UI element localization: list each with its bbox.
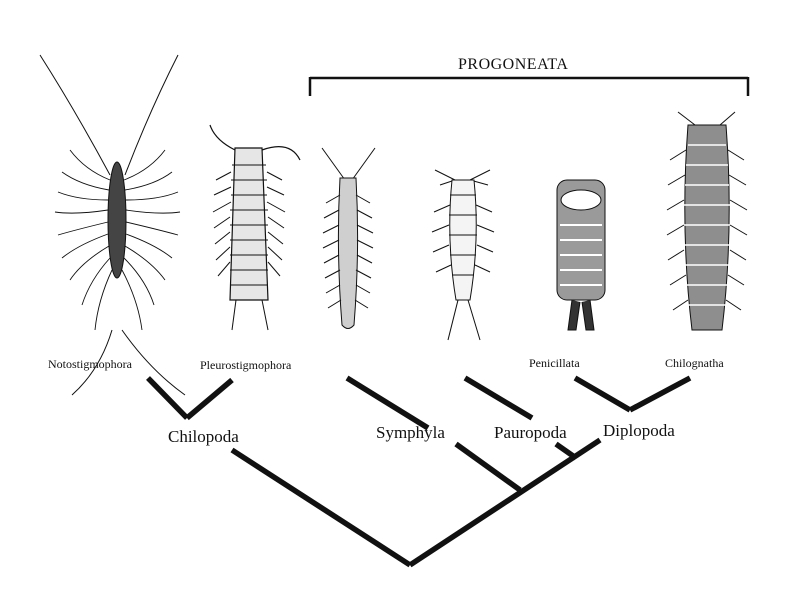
clade-label-symphyla: Symphyla xyxy=(376,423,445,442)
symphylan-icon xyxy=(321,147,376,329)
branch-pauropoda-lower xyxy=(554,441,578,461)
branch-root-right xyxy=(408,437,602,568)
scutigeromorph-centipede-icon xyxy=(39,54,186,396)
clade-label-diplopoda: Diplopoda xyxy=(603,421,675,440)
progoneata-bracket xyxy=(308,76,750,96)
taxon-label-chilognatha: Chilognatha xyxy=(665,356,724,370)
tree-branches xyxy=(146,375,692,568)
progoneata-label: PROGONEATA xyxy=(458,56,569,73)
clade-label-pauropoda: Pauropoda xyxy=(494,423,567,442)
pleurostigmophoran-centipede-icon xyxy=(209,124,301,331)
branch-symphyla xyxy=(454,441,522,493)
branch-notostigmophora xyxy=(146,376,189,420)
branch-pleurostigmophora xyxy=(185,377,234,421)
pauropod-icon xyxy=(431,169,495,341)
taxon-label-penicillata: Penicillata xyxy=(529,356,580,370)
penicillate-millipede-icon xyxy=(556,179,606,331)
branch-chilognatha xyxy=(628,375,692,413)
clade-label-chilopoda: Chilopoda xyxy=(168,427,239,446)
branch-chilopoda xyxy=(230,447,412,568)
taxon-label-notostigmophora: Notostigmophora xyxy=(48,357,132,371)
branch-penicillata xyxy=(573,375,632,413)
taxon-label-pleurostigmophora: Pleurostigmophora xyxy=(200,358,292,372)
chilognath-millipede-icon xyxy=(666,111,748,331)
branch-pauropoda xyxy=(345,375,430,431)
branch-pauropoda-upper xyxy=(463,375,534,421)
